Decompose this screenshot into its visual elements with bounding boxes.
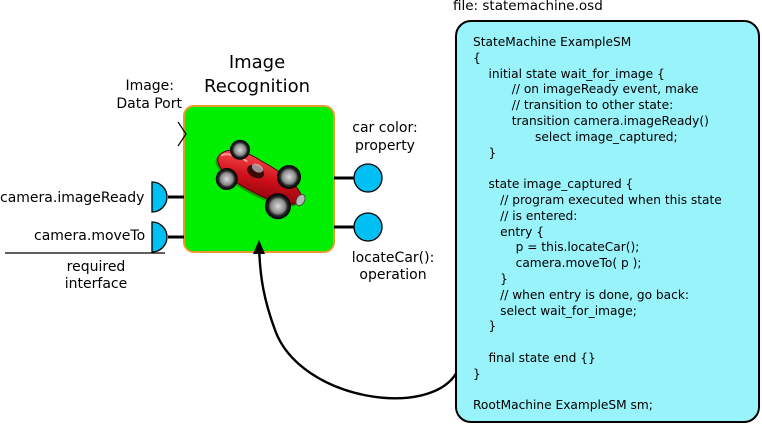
- required-interface-label-line1: required: [66, 259, 126, 275]
- provided-port-locate-car[interactable]: [353, 212, 383, 242]
- code-to-component-link: [257, 245, 459, 400]
- data-port-label-line2: Data Port: [116, 96, 182, 112]
- required-port-label-move-to: camera.moveTo: [34, 228, 146, 244]
- provided-port-label-locate-line2: operation: [359, 267, 427, 283]
- required-port-label-image-ready: camera.imageReady: [0, 190, 145, 206]
- provided-port-label-locate-line1: locateCar():: [351, 250, 435, 266]
- code-panel[interactable]: StateMachine ExampleSM { initial state w…: [455, 20, 760, 423]
- required-interface-label-line2: interface: [64, 276, 128, 292]
- state-machine-code: StateMachine ExampleSM { initial state w…: [473, 35, 722, 413]
- data-port-chevron-icon[interactable]: [177, 121, 187, 147]
- provided-port-label-color-line2: property: [355, 138, 415, 154]
- data-port-label-line1: Image:: [125, 78, 174, 94]
- component-title-line2: Recognition: [204, 76, 310, 97]
- link-arrowhead-icon: [253, 240, 265, 254]
- provided-port-label-color-line1: car color:: [352, 120, 418, 136]
- component-title-line1: Image: [228, 52, 286, 73]
- required-port-move-to[interactable]: [151, 221, 168, 253]
- file-label: file: statemachine.osd: [453, 0, 603, 14]
- race-car-icon: [215, 139, 306, 220]
- required-port-image-ready[interactable]: [151, 181, 168, 213]
- provided-port-car-color[interactable]: [353, 163, 383, 193]
